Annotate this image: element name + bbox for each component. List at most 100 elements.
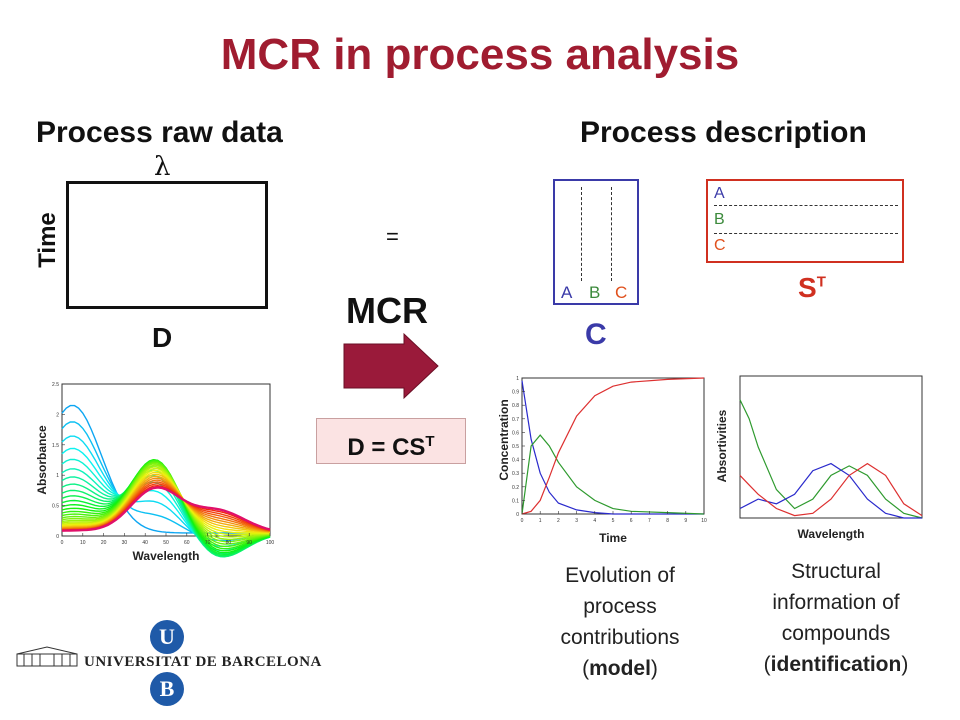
st-label-c: C — [714, 237, 726, 254]
x-tick-label: 10 — [701, 518, 707, 524]
y-tick-label: 0.9 — [512, 390, 519, 396]
x-tick-label: 10 — [80, 540, 86, 546]
c-label-b: B — [589, 283, 601, 302]
raw-data-heading: Process raw data — [36, 116, 283, 149]
st-label-b: B — [714, 211, 725, 228]
conc-xlabel: Time — [599, 531, 627, 545]
x-tick-label: 8 — [666, 518, 669, 524]
y-tick-label: 0.5 — [52, 504, 59, 510]
conc-ylabel: Concentration — [497, 399, 511, 480]
x-tick-label: 1 — [539, 518, 542, 524]
c-label-a: A — [561, 283, 573, 302]
x-tick-label: 60 — [184, 540, 190, 546]
y-tick-label: 0.7 — [512, 417, 519, 423]
lambda-label: λ — [154, 152, 171, 182]
matrix-d-label: D — [152, 322, 173, 353]
y-tick-label: 1.5 — [52, 443, 59, 449]
raw-spectrum-line — [61, 466, 271, 538]
mcr-label: MCR — [346, 290, 428, 331]
series-line-2 — [739, 462, 923, 517]
x-tick-label: 7 — [648, 518, 651, 524]
raw-xlabel: Wavelength — [133, 549, 200, 563]
st-divider-2 — [714, 233, 898, 234]
y-tick-label: 2 — [56, 412, 59, 418]
y-tick-label: 0 — [56, 534, 59, 540]
raw-spectrum-line — [61, 461, 271, 545]
x-tick-label: 50 — [163, 540, 169, 546]
raw-spectrum-line — [61, 467, 271, 536]
c-matrix-box — [553, 179, 639, 305]
raw-spectrum-line — [61, 471, 271, 534]
x-tick-label: 6 — [630, 518, 633, 524]
caption-id-line-2: information of — [772, 591, 900, 614]
equation-box: D = CST — [316, 418, 466, 464]
caption-model: Evolution of process contributions (mode… — [520, 560, 720, 684]
caption-model-line-3: contributions — [560, 626, 680, 649]
caption-id-bold: identification — [770, 653, 902, 676]
st-label-a: A — [714, 185, 725, 202]
c-divider-1 — [581, 187, 582, 281]
university-name: UNIVERSITAT DE BARCELONA — [84, 654, 322, 670]
data-matrix-box — [66, 181, 268, 309]
x-tick-label: 5 — [612, 518, 615, 524]
raw-spectrum-line — [61, 462, 271, 543]
x-tick-label: 3 — [575, 518, 578, 524]
abs-xlabel: Wavelength — [798, 527, 865, 541]
description-heading: Process description — [580, 116, 867, 149]
building-icon — [16, 646, 78, 667]
series-line-1 — [739, 462, 922, 519]
time-axis-label: Time — [34, 212, 61, 268]
y-tick-label: 0.6 — [512, 430, 519, 436]
x-tick-label: 40 — [142, 540, 148, 546]
series-line-0 — [521, 380, 704, 515]
x-tick-label: 20 — [101, 540, 107, 546]
x-tick-label: 9 — [684, 518, 687, 524]
caption-model-line-4: (model) — [582, 657, 658, 680]
raw-spectrum-line — [61, 469, 270, 534]
caption-model-line-1: Evolution of — [565, 564, 675, 587]
x-tick-label: 90 — [246, 540, 252, 546]
y-tick-label: 0 — [516, 512, 519, 518]
equals-sign: = — [386, 224, 399, 249]
series-line-1 — [521, 434, 705, 515]
x-tick-label: 30 — [122, 540, 128, 546]
c-label-c: C — [615, 283, 628, 302]
y-tick-label: 1 — [516, 376, 519, 382]
raw-ylabel: Absorbance — [35, 425, 49, 495]
logo-b-circle: B — [150, 672, 184, 706]
slide-title: MCR in process analysis — [220, 30, 740, 79]
caption-id-line-1: Structural — [791, 560, 881, 583]
equation-superscript: T — [425, 433, 435, 450]
equation-text: D = CS — [347, 434, 426, 461]
y-tick-label: 0.5 — [512, 444, 519, 450]
y-tick-label: 1 — [56, 473, 59, 479]
x-tick-label: 100 — [266, 540, 275, 546]
y-tick-label: 0.4 — [512, 458, 519, 464]
logo-u-circle: U — [150, 620, 184, 654]
st-main-letter: S — [798, 272, 817, 303]
c-matrix-label: C — [585, 318, 607, 351]
caption-id-line-3: compounds — [781, 622, 891, 645]
y-tick-label: 0.8 — [512, 403, 519, 409]
series-line-2 — [521, 377, 705, 515]
x-tick-label: 70 — [205, 540, 211, 546]
x-tick-label: 0 — [521, 518, 524, 524]
st-matrix-label: ST — [798, 272, 826, 304]
c-divider-2 — [611, 187, 612, 281]
series-line-0 — [739, 399, 923, 519]
raw-spectrum-line — [61, 464, 271, 541]
raw-spectrum-line — [61, 486, 271, 532]
x-tick-label: 4 — [593, 518, 596, 524]
y-tick-label: 0.1 — [512, 498, 519, 504]
caption-id-line-4: (identification) — [763, 653, 909, 676]
st-superscript: T — [816, 273, 826, 291]
mcr-arrow-icon — [343, 332, 439, 400]
absortivities-chart: Absortivities Wavelength — [715, 375, 923, 541]
y-tick-label: 0.2 — [512, 485, 519, 491]
x-tick-label: 0 — [61, 540, 64, 546]
y-tick-label: 2.5 — [52, 382, 59, 388]
st-matrix-box — [706, 179, 904, 263]
y-tick-label: 0.3 — [512, 471, 519, 477]
